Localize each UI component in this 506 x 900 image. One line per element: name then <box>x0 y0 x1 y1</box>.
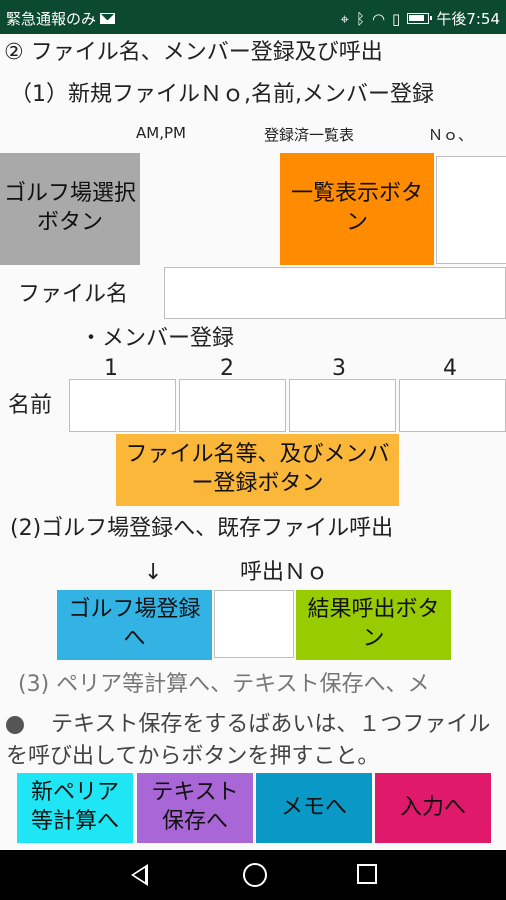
save-note: テキスト保存をするばあいは、１つファイルを呼び出してからボタンを押すこと。 <box>6 709 502 773</box>
home-icon[interactable] <box>243 863 267 887</box>
member-register-label: ・メンバー登録 <box>80 326 235 351</box>
file-name-input[interactable] <box>164 267 506 319</box>
member-number-2: 2 <box>220 356 234 381</box>
member-name-input-4[interactable] <box>399 379 506 432</box>
location-icon: ⌖ <box>340 9 349 28</box>
golf-course-select-button[interactable]: ゴルフ場選択ボタン <box>0 153 140 265</box>
member-name-input-1[interactable] <box>69 379 176 432</box>
member-number-4: 4 <box>443 356 457 381</box>
subsection-2-heading: (2)ゴルフ場登録へ、既存ファイル呼出 <box>10 516 394 541</box>
golf-course-register-button[interactable]: ゴルフ場登録へ <box>57 590 212 660</box>
status-bar: 緊急通報のみ ⌖ ᛒ ◠ ▯ 午後7:54 <box>0 0 506 34</box>
no-label: Ｎｏ、 <box>428 126 474 144</box>
new-peria-calc-button[interactable]: 新ペリア等計算へ <box>17 773 133 843</box>
register-file-member-button[interactable]: ファイル名等、及びメンバー登録ボタン <box>116 434 399 506</box>
registered-list-label: 登録済一覧表 <box>264 126 355 144</box>
save-note-text: テキスト保存をするばあいは、１つファイルを呼び出してからボタンを押すこと。 <box>6 712 491 769</box>
section-heading: ② ファイル名、メンバー登録及び呼出 <box>4 40 383 65</box>
wifi-icon: ◠ <box>371 9 386 28</box>
down-arrow-icon: ↓ <box>144 560 163 585</box>
back-icon[interactable] <box>131 864 148 886</box>
call-no-label: 呼出Ｎｏ <box>240 560 329 585</box>
member-number-3: 3 <box>332 356 346 381</box>
clock: 午後7:54 <box>436 10 500 28</box>
member-number-1: 1 <box>104 356 118 381</box>
recent-apps-icon[interactable] <box>357 864 377 884</box>
bullet-icon <box>6 716 24 734</box>
subsection-1-heading: （1）新規ファイルＮｏ,名前,メンバー登録 <box>10 82 434 107</box>
battery-icon <box>407 13 433 24</box>
text-save-button[interactable]: テキスト保存へ <box>137 773 253 843</box>
call-no-input[interactable] <box>214 590 294 658</box>
list-display-button[interactable]: 一覧表示ボタン <box>280 153 434 265</box>
vibrate-icon: ▯ <box>392 9 401 28</box>
navigation-bar <box>0 850 506 900</box>
file-name-label: ファイル名 <box>18 282 129 307</box>
mail-icon <box>100 13 116 24</box>
subsection-3-heading: (3) ペリア等計算へ、テキスト保存へ、メ <box>18 672 430 697</box>
ampm-field <box>144 156 274 264</box>
name-label: 名前 <box>8 393 53 418</box>
carrier-text: 緊急通報のみ <box>6 10 97 28</box>
result-call-button[interactable]: 結果呼出ボタン <box>296 590 451 660</box>
input-button[interactable]: 入力へ <box>375 773 491 843</box>
file-no-input[interactable] <box>436 156 506 264</box>
member-name-input-3[interactable] <box>289 379 396 432</box>
member-name-input-2[interactable] <box>179 379 286 432</box>
memo-button[interactable]: メモへ <box>256 773 372 843</box>
bluetooth-icon: ᛒ <box>355 9 365 28</box>
ampm-label: AM,PM <box>136 124 186 142</box>
